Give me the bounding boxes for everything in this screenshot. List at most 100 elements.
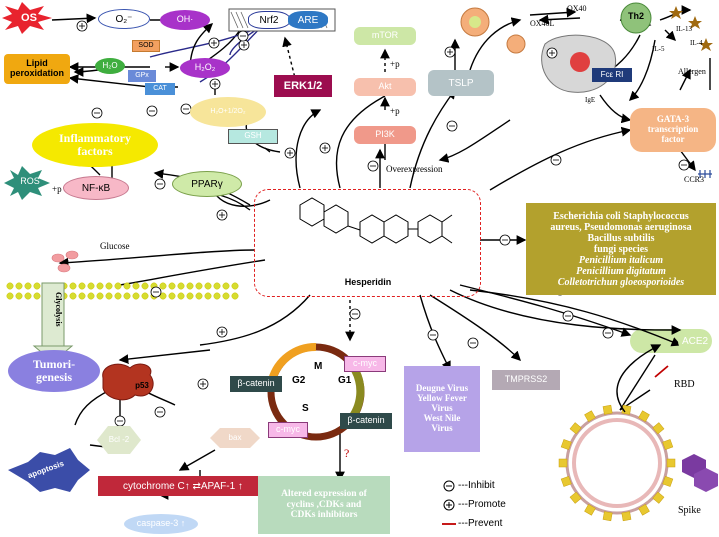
membrane-lipid-head (204, 292, 212, 300)
membrane-lipid-head (222, 292, 230, 300)
antimicrobial-line-1: Escherichia coli Staphylococcus (553, 210, 689, 222)
ccr3-receptor-icon (698, 170, 712, 178)
virus-spike (584, 503, 596, 516)
membrane-lipid-head (168, 282, 176, 290)
pi3k-node: PI3K (354, 126, 416, 144)
tmprss2-box: TMPRSS2 (492, 370, 560, 390)
tumorigenesis-node: Tumori-genesis (8, 350, 100, 392)
gsh-box: GSH (228, 129, 278, 144)
ox40l-label: OX40L (530, 19, 555, 28)
phospho-label-3: +p (52, 184, 62, 194)
membrane-lipid-head (87, 292, 95, 300)
membrane-lipid-head (159, 292, 167, 300)
spike-label: Spike (678, 505, 701, 516)
legend-promote: ---Promote (458, 499, 506, 510)
cmyc-box-2: c-myc (268, 422, 308, 438)
il13-label: IL-13 (676, 25, 692, 33)
gata3-node: GATA-3 transcription factor (630, 108, 716, 152)
membrane-lipid-head (6, 292, 14, 300)
t-cell-icon (506, 34, 526, 54)
antimicrobial-line-5: Penicillium italicum (578, 254, 664, 266)
membrane-lipid-head (195, 292, 203, 300)
fce-receptor-box: Fcε RI (592, 68, 632, 82)
virus-spike (584, 410, 596, 423)
virus-spike (621, 511, 632, 522)
bax-node: bax (210, 428, 260, 448)
virus-spike (569, 422, 582, 435)
nrf2-node: Nrf2 (248, 11, 290, 29)
membrane-lipid-head (114, 292, 122, 300)
membrane-lipid-head (87, 282, 95, 290)
ros-burst-icon (4, 166, 50, 200)
spike-protein-icon-2 (694, 468, 718, 492)
membrane-lipid-head (195, 282, 203, 290)
prevent-mark (654, 365, 669, 378)
membrane-lipid-head (186, 292, 194, 300)
membrane-lipid-head (231, 292, 239, 300)
th2-label: Th2 (627, 11, 644, 22)
virus-list-box: Deugne Virus Yellow Fever Virus West Nil… (404, 366, 480, 452)
superoxide-node: O₂⁻ (98, 9, 150, 29)
beta-catenin-box-2: β-catenin (340, 413, 392, 429)
are-node: ARE (288, 11, 328, 29)
membrane-lipid-head (69, 292, 77, 300)
virus-spike (560, 439, 572, 450)
overexpression-label: Overexpression (386, 164, 443, 174)
virus-spike (662, 439, 674, 450)
os-burst-icon (2, 2, 52, 34)
ace2-box: ACE2 (678, 329, 712, 353)
antimicrobial-line-4: fungi species (593, 243, 649, 255)
membrane-lipid-head (213, 292, 221, 300)
ige-label: IgE (585, 96, 596, 104)
phase-s-label: S (302, 403, 309, 414)
mast-cell-nucleus (570, 52, 590, 72)
antimicrobial-line-7: Colletotrichun gloeosporioides (557, 276, 685, 288)
membrane-lipid-head (114, 282, 122, 290)
cell-membrane-icon (6, 282, 239, 300)
mtor-node: mTOR (354, 27, 416, 45)
sod-box: SOD (132, 40, 160, 52)
membrane-lipid-head (105, 282, 113, 290)
membrane-lipid-head (123, 282, 131, 290)
legend-inhibit: ---Inhibit (458, 480, 495, 491)
il4-label: IL-4 (690, 39, 703, 47)
glycolysis-label: Glycolysis (54, 292, 63, 327)
membrane-lipid-head (15, 292, 23, 300)
membrane-lipid-head (159, 282, 167, 290)
phase-g1-label: G1 (338, 375, 352, 386)
virus-spike (602, 404, 613, 415)
hesperidin-structure-icon (299, 197, 453, 244)
virus-spike (662, 476, 674, 487)
nfkb-node: NF-κB (63, 176, 129, 200)
legend-prevent: ---Prevent (458, 518, 503, 529)
ox40-label: OX40 (567, 4, 587, 13)
water-oxygen-node: H₂O+1/2O₂ (190, 97, 266, 127)
p53-label: p53 (135, 380, 149, 390)
membrane-lipid-head (168, 292, 176, 300)
virus-line-3: Virus (431, 403, 453, 414)
antimicrobial-line-3: Bacillus subtilis (587, 232, 655, 244)
hesperidin-title: Hesperidin (344, 277, 392, 288)
membrane-lipid-head (141, 292, 149, 300)
virus-line-5: Virus (431, 422, 453, 433)
virus-spike (652, 491, 665, 504)
phase-m-label: M (314, 361, 323, 372)
virus-spike (652, 422, 665, 435)
membrane-lipid-head (24, 282, 32, 290)
membrane-lipid-head (105, 292, 113, 300)
membrane-lipid-head (6, 282, 14, 290)
ace2-receptor-arc (616, 344, 662, 413)
altered-line-2: cyclins ,CDKs and (286, 499, 362, 510)
membrane-lipid-head (177, 282, 185, 290)
rbd-label: RBD (674, 379, 695, 390)
virus-spike (569, 491, 582, 504)
inflammatory-factors-node: Inflammatory factors (32, 123, 158, 167)
il5-label: IL-5 (652, 45, 665, 53)
membrane-lipid-head (177, 292, 185, 300)
membrane-lipid-head (132, 292, 140, 300)
cell-cycle-orange-arc (268, 342, 317, 382)
cat-box: CAT (145, 83, 175, 95)
antimicrobial-line-6: Penicillium digitatum (576, 265, 666, 277)
water-node-a: H₂O (95, 58, 125, 74)
gpx-box: GPx (128, 70, 156, 82)
